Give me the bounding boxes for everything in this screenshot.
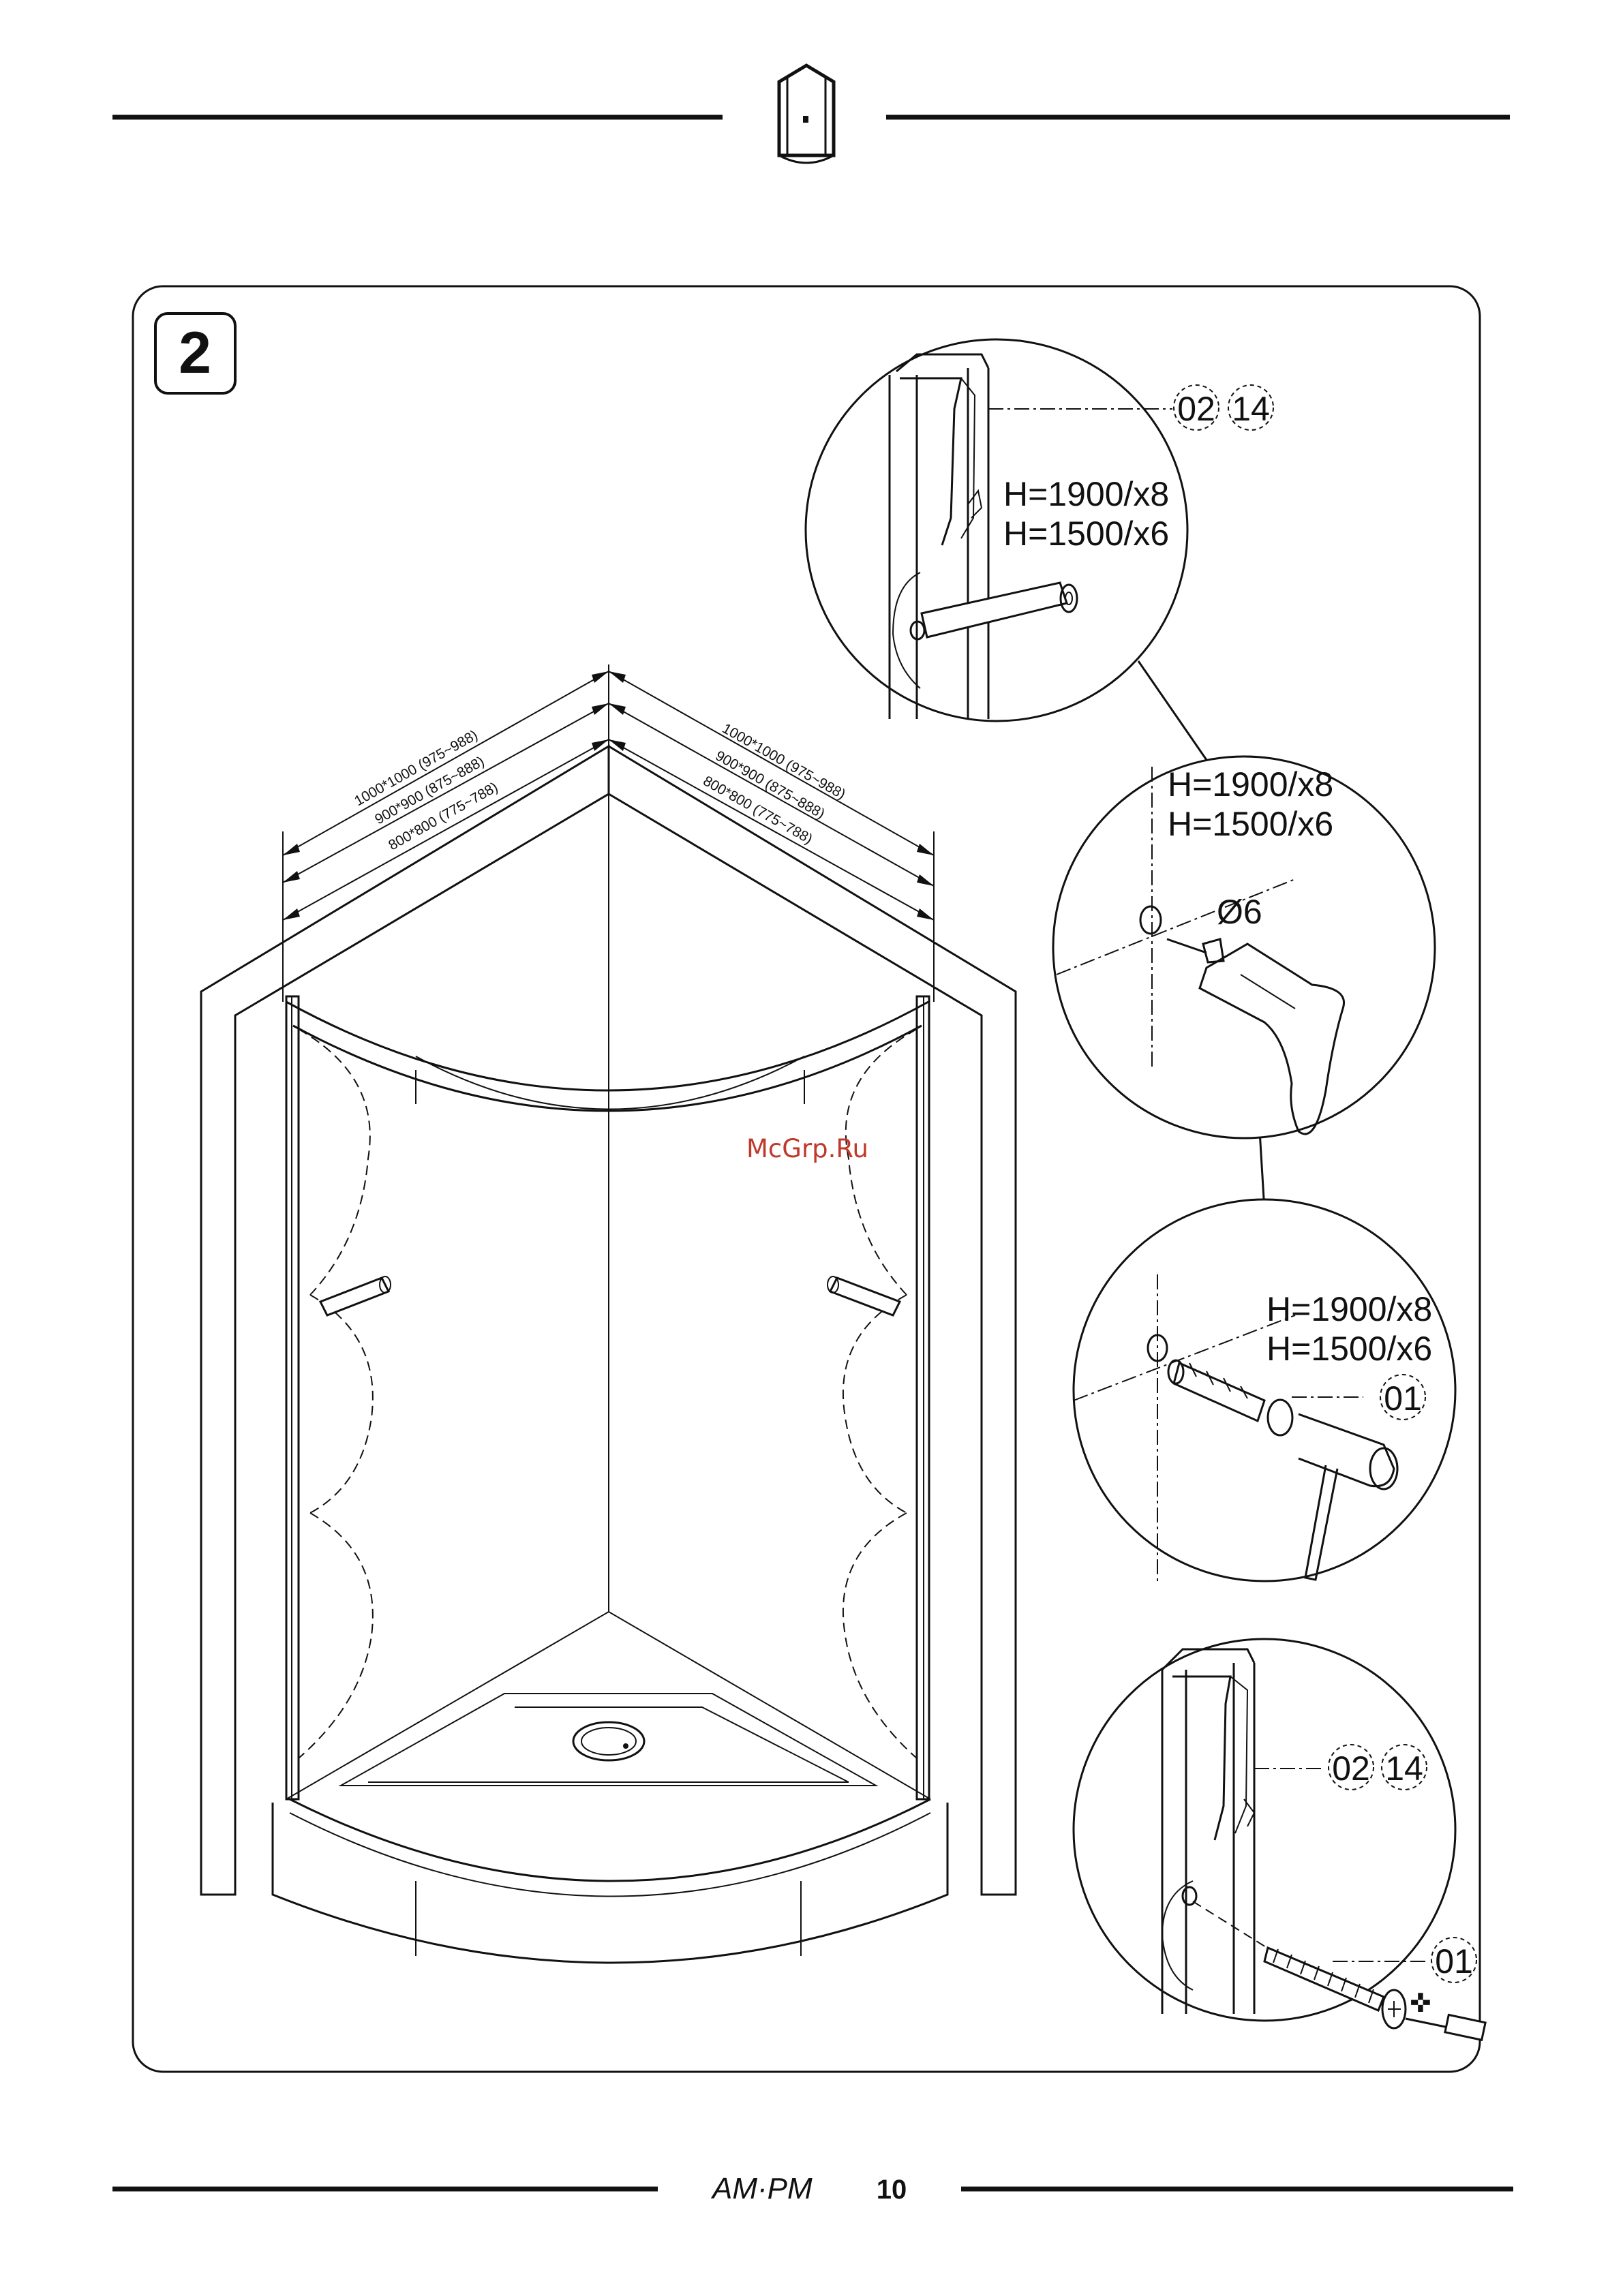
d4-part-c: 01 (1435, 1942, 1473, 1980)
page-header (112, 65, 1510, 163)
d2-height-1900: H=1900/x8 (1168, 765, 1333, 803)
d3-height-1500: H=1500/x6 (1266, 1330, 1432, 1368)
page-number: 10 (877, 2175, 907, 2205)
d4-part-b: 14 (1385, 1749, 1423, 1788)
screwdriver-icon: ✜ (1406, 1989, 1485, 2040)
step-number: 2 (179, 320, 211, 386)
d2-drill-size: Ø6 (1217, 893, 1262, 931)
detail-circle-2: H=1900/x8 H=1500/x6 Ø6 (1053, 756, 1435, 1138)
d2-height-1500: H=1500/x6 (1168, 805, 1333, 843)
detail-circle-1: 02 14 H=1900/x8 H=1500/x6 (806, 339, 1273, 721)
d1-part-a: 02 (1177, 390, 1215, 428)
connector-1-2 (1138, 661, 1207, 760)
d3-part: 01 (1384, 1379, 1422, 1418)
d1-height-1900: H=1900/x8 (1003, 475, 1169, 513)
d1-height-1500: H=1500/x6 (1003, 515, 1169, 553)
d3-height-1900: H=1900/x8 (1266, 1290, 1432, 1328)
brand-logo: AM·PM (710, 2172, 813, 2205)
dimension-labels-left: 1000*1000 (975~988) 900*900 (875~888) 80… (352, 727, 500, 853)
detail-circle-4: ✜ 02 14 01 (1074, 1639, 1485, 2040)
step-badge: 2 (155, 313, 235, 393)
page-footer: AM·PM 10 (112, 2172, 1513, 2205)
watermark: McGrp.Ru (746, 1134, 868, 1163)
connector-2-3 (1260, 1131, 1264, 1210)
d4-part-a: 02 (1332, 1749, 1370, 1788)
d1-part-b: 14 (1232, 390, 1270, 428)
shower-enclosure-drawing (201, 664, 1016, 1963)
detail-circle-3: 01 H=1900/x8 H=1500/x6 (1074, 1199, 1455, 1581)
right-wall-anchor (828, 1276, 900, 1315)
shower-cabin-icon (779, 65, 834, 163)
left-wall-anchor (320, 1276, 391, 1315)
rotate-icon: ✜ (1410, 1989, 1431, 2018)
dimension-labels-right: 1000*1000 (975~988) 900*900 (875~888) 80… (701, 720, 849, 847)
